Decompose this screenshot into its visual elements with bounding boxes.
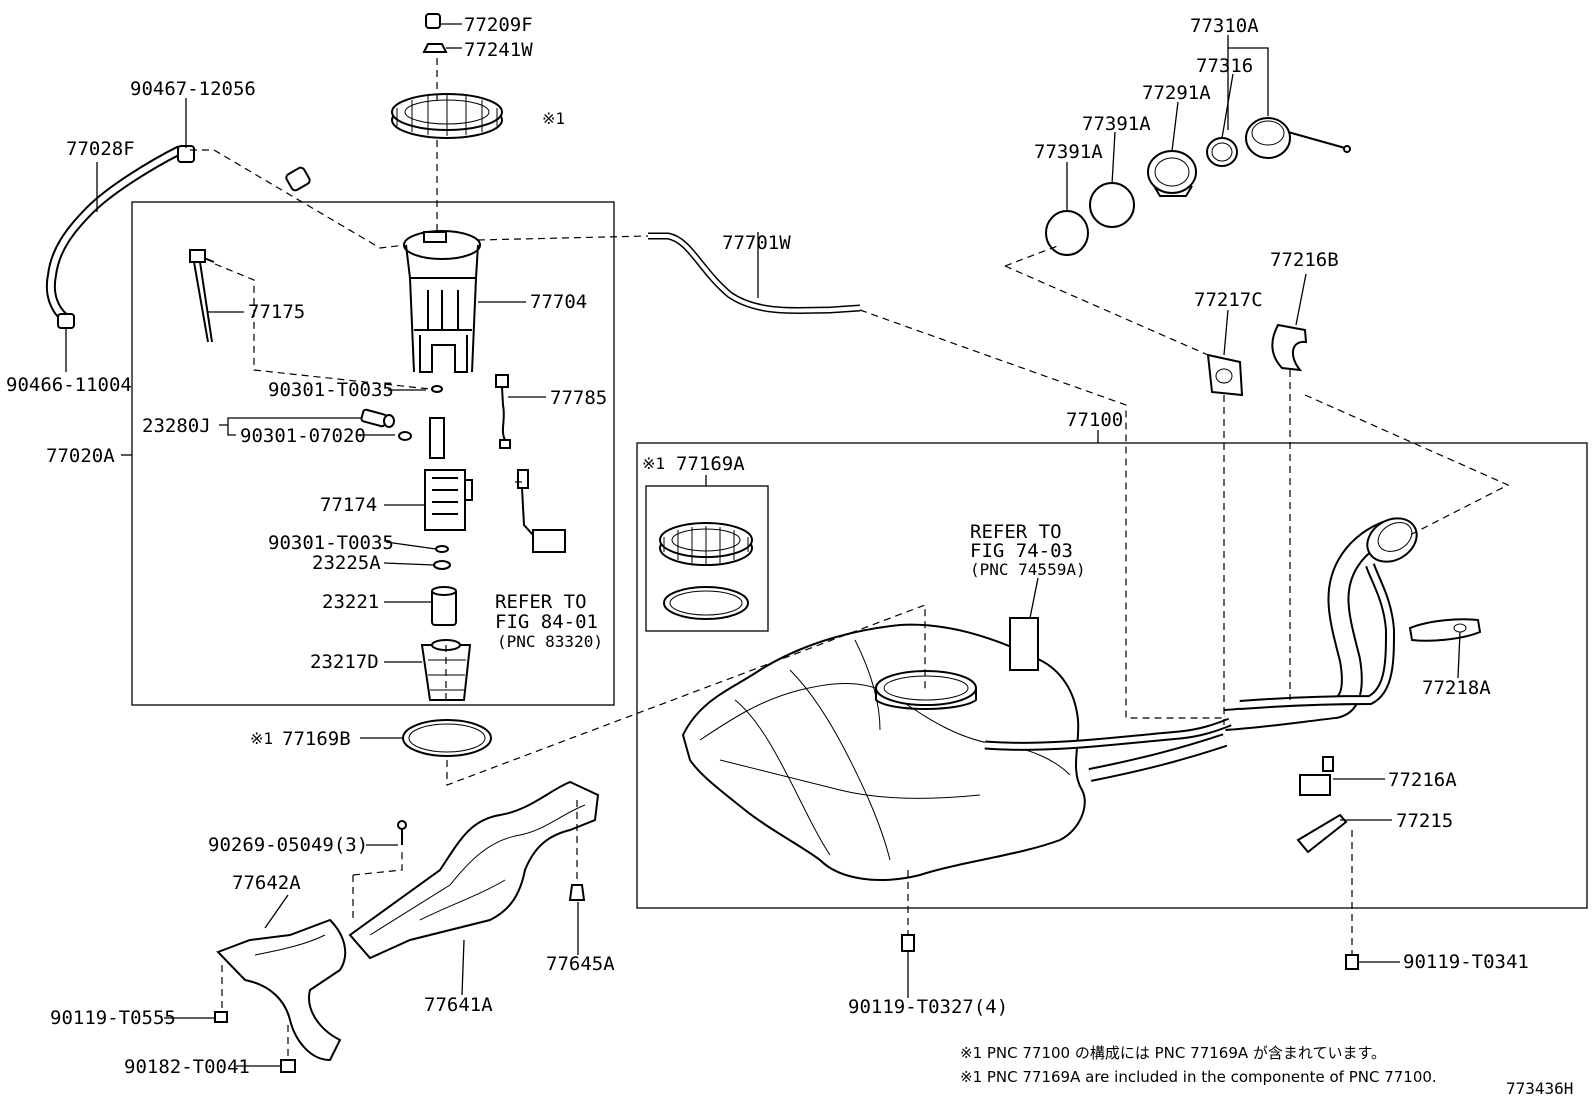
label-77100: 77100 [1066, 409, 1123, 431]
label-77391A-lower: 77391A [1034, 141, 1103, 163]
fuel-hose-77209F [285, 13, 441, 192]
clamp-77216A [1299, 756, 1334, 796]
o-ring-90301-T0035-b [435, 545, 449, 553]
bracket-77215 [1296, 813, 1348, 854]
nut-90182-T0041 [280, 1059, 296, 1073]
label-90182-T0041: 90182-T0041 [124, 1056, 250, 1078]
label-90119-T0327: 90119-T0327(4) [848, 996, 1008, 1018]
label-90466-11004: 90466-11004 [6, 374, 132, 396]
label-90301-T0035-b: 90301-T0035 [268, 532, 394, 554]
ref-plate-74-03 [1009, 617, 1039, 671]
clamp-77241W [422, 43, 448, 53]
pressure-regulator-23280J [360, 408, 395, 428]
label-77642A: 77642A [232, 872, 301, 894]
tube-77701W [648, 232, 861, 315]
filler-neck-77291A [1147, 150, 1197, 197]
mark-star1-ring: ※1 [542, 109, 565, 128]
label-90119-T0341: 90119-T0341 [1403, 951, 1529, 973]
label-77316: 77316 [1196, 55, 1253, 77]
bracket-77217C [1206, 353, 1244, 397]
fuel-tank-box [636, 442, 1588, 909]
label-77704: 77704 [530, 291, 587, 313]
bolt-90119-T0341 [1345, 954, 1359, 970]
ref-84-01-line3: (PNC 83320) [497, 632, 603, 651]
label-77217C: 77217C [1194, 289, 1263, 311]
label-90301-T0035-a: 90301-T0035 [268, 379, 394, 401]
label-23280J: 23280J [142, 415, 211, 437]
label-90269-05049: 90269-05049(3) [208, 834, 368, 856]
fuel-sender-77175 [189, 249, 215, 343]
hose-77028F [45, 145, 195, 329]
label-23225A: 23225A [312, 552, 381, 574]
mark-star1-77169B: ※1 [250, 729, 273, 748]
fuel-sender-float [517, 469, 566, 553]
label-77169A: 77169A [676, 453, 745, 475]
seal-77391A-upper [1089, 182, 1135, 228]
label-77174: 77174 [320, 494, 377, 516]
ref-74-03-line1: REFER TO [970, 521, 1062, 543]
ref-84-01-line1: REFER TO [495, 591, 587, 613]
label-23217D: 23217D [310, 651, 379, 673]
label-77241W: 77241W [464, 39, 533, 61]
leader-lines [65, 23, 1461, 1067]
gasket-77169A [663, 586, 749, 620]
label-77209F: 77209F [464, 14, 533, 36]
label-77020A: 77020A [46, 445, 115, 467]
label-77175: 77175 [248, 301, 305, 323]
label-77641A: 77641A [424, 994, 493, 1016]
label-77169B: 77169B [282, 728, 351, 750]
label-90119-T0555: 90119-T0555 [50, 1007, 176, 1029]
lock-ring-top [391, 93, 503, 139]
label-77218A: 77218A [1422, 677, 1491, 699]
fuel-tank-77100 [681, 623, 1086, 881]
pump-assembly-box [131, 201, 615, 706]
clamp-77216B [1271, 323, 1308, 372]
77169A-subbox [645, 485, 769, 632]
fuel-pump-23221 [431, 586, 457, 626]
footnote-japanese: ※1 PNC 77100 の構成には PNC 77169A が含まれています。 [960, 1044, 1386, 1062]
label-77785: 77785 [550, 387, 607, 409]
bolt-90119-T0555 [214, 1011, 228, 1023]
cover-77218A [1408, 618, 1482, 642]
o-ring-90301-07020 [398, 431, 412, 441]
gasket-77316 [1206, 137, 1238, 167]
protector-77642A [216, 918, 347, 1062]
bolt-90119-T0327 [901, 934, 915, 952]
label-77291A: 77291A [1142, 82, 1211, 104]
label-77391A-upper: 77391A [1082, 113, 1151, 135]
wire-harness-77785 [495, 374, 511, 449]
dashed-assembly-lines [190, 58, 1510, 1060]
o-ring-90301-T0035-a [431, 385, 443, 393]
fuel-pump-unit-77704 [403, 230, 481, 373]
cushion-23225A [433, 560, 451, 570]
ref-74-03-line2: FIG 74-03 [970, 540, 1073, 562]
label-77216A: 77216A [1388, 769, 1457, 791]
filler-pipe [984, 517, 1418, 782]
fuel-cap-77310A [1245, 117, 1351, 159]
label-77645A: 77645A [546, 953, 615, 975]
label-77215: 77215 [1396, 810, 1453, 832]
label-77310A: 77310A [1190, 15, 1259, 37]
figure-id: 773436H [1506, 1079, 1573, 1098]
label-77216B: 77216B [1270, 249, 1339, 271]
label-90467-12056: 90467-12056 [130, 78, 256, 100]
gasket-77169B [402, 719, 492, 757]
ref-84-01-line2: FIG 84-01 [495, 611, 598, 633]
footnote-english: ※1 PNC 77169A are included in the compon… [960, 1068, 1437, 1086]
clip-77645A [568, 884, 586, 901]
lock-ring-77169A [659, 522, 753, 566]
ref-74-03-line3: (PNC 74559A) [970, 560, 1086, 579]
label-77028F: 77028F [66, 138, 135, 160]
label-90301-07020: 90301-07020 [240, 425, 366, 447]
pump-holder-77174 [424, 417, 473, 531]
bolt-90269-05049 [397, 820, 407, 845]
label-23221: 23221 [322, 591, 379, 613]
mark-star1-77169A: ※1 [642, 454, 665, 473]
label-77701W: 77701W [722, 232, 791, 254]
protector-77641A [348, 780, 600, 960]
